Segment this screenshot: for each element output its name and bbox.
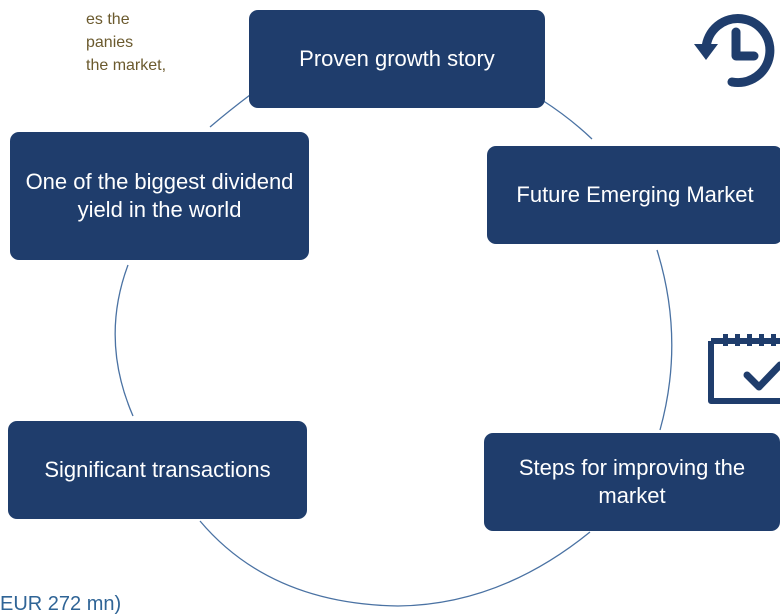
node-label: One of the biggest dividend yield in the…	[25, 169, 294, 222]
node-proven-growth-story: Proven growth story	[249, 10, 545, 108]
connector-right-rightbottom	[656, 249, 673, 431]
node-label: Steps for improving the market	[518, 455, 746, 508]
background-text-block: es the panies the market,	[0, 8, 166, 77]
connector-rightbottom-leftbottom	[199, 520, 591, 607]
history-clock-icon	[694, 14, 775, 88]
node-label: Significant transactions	[44, 457, 271, 482]
background-text-line: the market,	[86, 57, 167, 74]
background-text-line: panies	[86, 34, 134, 51]
calendar-check-icon	[708, 334, 780, 404]
connector-top-right	[541, 99, 593, 140]
node-future-emerging-market: Future Emerging Market	[487, 146, 780, 244]
connector-leftbottom-lefttop	[114, 264, 134, 417]
node-significant-transactions: Significant transactions	[8, 421, 307, 519]
node-dividend-yield: One of the biggest dividend yield in the…	[10, 132, 309, 260]
background-text-line: es the	[86, 11, 130, 28]
node-steps-improving-market: Steps for improving the market	[484, 433, 780, 531]
connector-lefttop-top	[209, 94, 251, 128]
node-label: Future Emerging Market	[516, 182, 754, 207]
node-label: Proven growth story	[299, 46, 495, 71]
